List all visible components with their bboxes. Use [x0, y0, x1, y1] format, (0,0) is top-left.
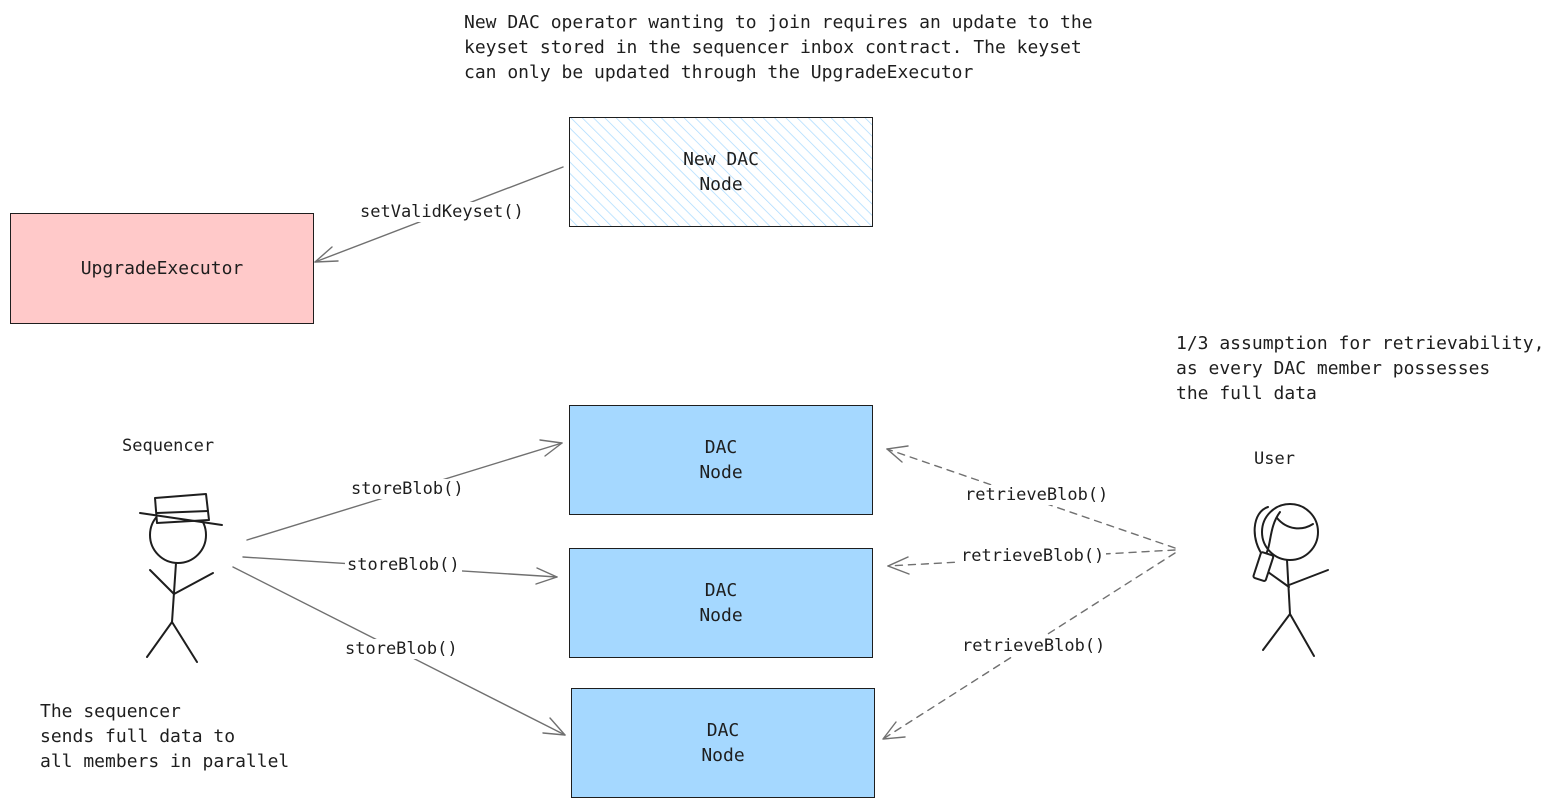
retrieve-blob-label-3: retrieveBlob() [960, 636, 1108, 656]
store-blob-label-2: storeBlob() [345, 555, 462, 575]
user-label: User [1254, 449, 1295, 469]
new-dac-node-box[interactable]: New DAC Node [569, 117, 873, 227]
sequencer-figure-icon [139, 493, 223, 663]
set-valid-keyset-label: setValidKeyset() [358, 202, 526, 222]
keyset-update-note: New DAC operator wanting to join require… [464, 12, 1093, 83]
retrievability-note: 1/3 assumption for retrievability, as ev… [1176, 333, 1544, 404]
retrieve-blob-label-2: retrieveBlob() [959, 546, 1107, 566]
retrieve-blob-arrow-1 [886, 445, 1176, 549]
store-blob-label-1: storeBlob() [349, 479, 466, 499]
retrieve-blob-label-1: retrieveBlob() [963, 485, 1111, 505]
dac-node-box-2[interactable]: DAC Node [569, 548, 873, 658]
upgrade-executor-box[interactable]: UpgradeExecutor [10, 213, 314, 324]
sequencer-label: Sequencer [122, 436, 215, 456]
sequencer-parallel-note: The sequencer sends full data to all mem… [40, 701, 290, 772]
new-dac-node-hatch-fill [569, 117, 873, 227]
dac-node-box-3[interactable]: DAC Node [571, 688, 875, 798]
user-figure-icon [1252, 503, 1329, 657]
store-blob-label-3: storeBlob() [343, 639, 460, 659]
dac-node-box-1[interactable]: DAC Node [569, 405, 873, 515]
